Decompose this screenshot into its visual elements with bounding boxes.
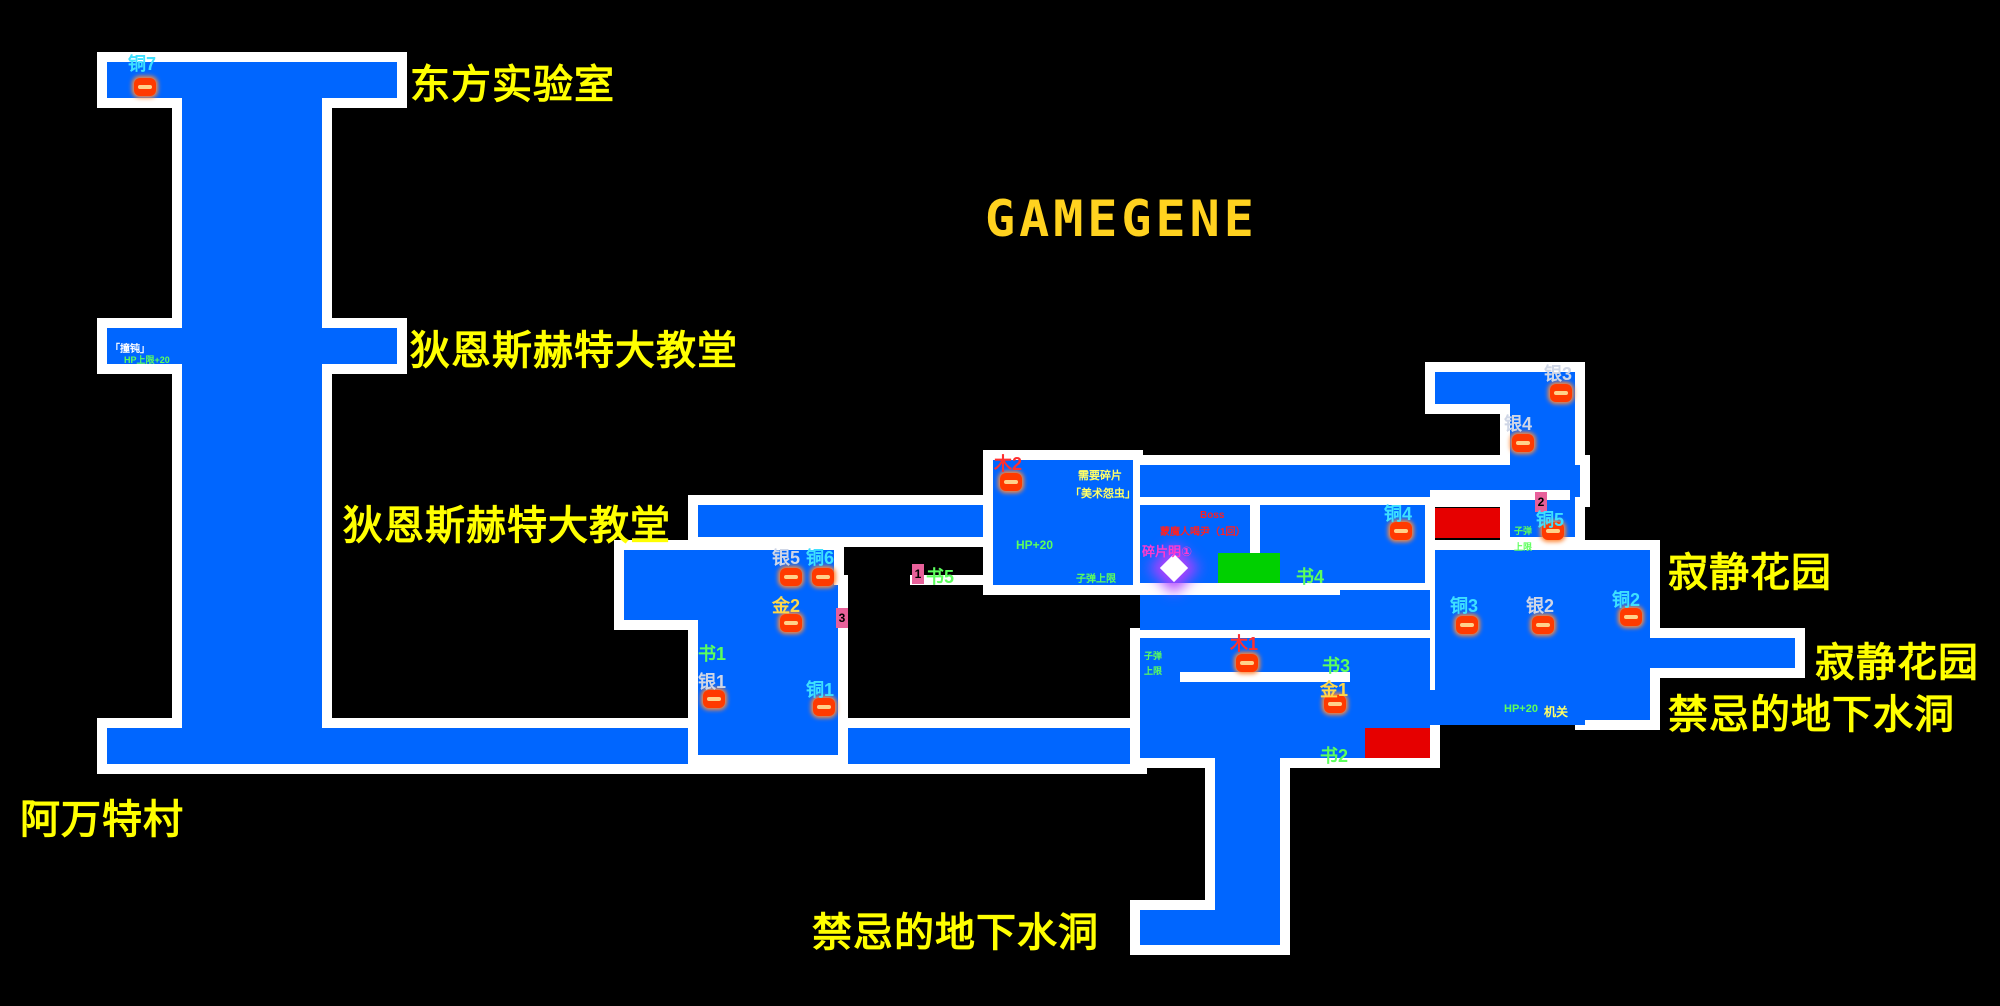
chest-icon[interactable] xyxy=(1456,616,1478,634)
join-q xyxy=(1425,690,1585,725)
wall-seg-3 xyxy=(1180,672,1350,682)
chest-icon[interactable] xyxy=(1542,522,1564,540)
area-forbidden-cave-bottom[interactable]: 禁忌的地下水洞 xyxy=(812,911,1099,955)
note-left-item: 「撞钝」 xyxy=(110,344,150,355)
shaft-join-alcove xyxy=(107,328,182,364)
join-f xyxy=(1140,505,1425,583)
label-gold2: 金2 xyxy=(772,596,801,616)
door-marker-3[interactable]: 3 xyxy=(836,608,848,628)
note-ammo-center: 子弹上限 xyxy=(1076,574,1116,585)
join-p xyxy=(1140,590,1430,630)
wall-seg-2 xyxy=(1130,585,1340,595)
note-boss: Boss xyxy=(1200,510,1225,521)
chest-icon[interactable] xyxy=(1324,695,1346,713)
label-copper3: 铜3 xyxy=(1450,596,1479,616)
chest-icon[interactable] xyxy=(1550,384,1572,402)
chest-icon[interactable] xyxy=(1512,434,1534,452)
note-ammo-right-2: 上限 xyxy=(1514,542,1533,552)
note-boss-name: 蒙魔人喝尹（1回） xyxy=(1160,527,1246,538)
join-a xyxy=(698,505,983,537)
label-silver3: 银3 xyxy=(1544,364,1573,384)
chest-icon[interactable] xyxy=(703,690,725,708)
area-forbidden-cave-right[interactable]: 禁忌的地下水洞 xyxy=(1668,693,1955,737)
label-copper6: 铜6 xyxy=(806,548,835,568)
chest-icon[interactable] xyxy=(1000,473,1022,491)
label-copper5: 铜5 xyxy=(1536,510,1565,530)
note-need-fragment: 需要碎片 xyxy=(1078,470,1122,482)
label-book3: 书3 xyxy=(1322,656,1351,676)
note-shard: 碎片明① xyxy=(1142,544,1193,559)
label-gold1: 金1 xyxy=(1320,680,1349,700)
chest-icon[interactable] xyxy=(812,568,834,586)
join-o xyxy=(1140,910,1280,945)
note-art-worm: 「美术怨虫」 xyxy=(1070,488,1136,500)
label-wood2: 木2 xyxy=(994,454,1023,474)
locked-door-upper[interactable] xyxy=(1435,508,1500,538)
join-c xyxy=(698,585,838,755)
join-l xyxy=(1585,690,1650,720)
label-copper2: 铜2 xyxy=(1612,590,1641,610)
label-copper7: 铜7 xyxy=(128,54,157,74)
chest-icon[interactable] xyxy=(1620,608,1642,626)
label-copper1: 铜1 xyxy=(806,680,835,700)
chest-icon[interactable] xyxy=(780,614,802,632)
join-j xyxy=(1585,553,1650,583)
note-ammo-right-1: 子弹 xyxy=(1514,526,1533,536)
area-cathedral-upper[interactable]: 狄恩斯赫特大教堂 xyxy=(410,329,738,373)
label-book4: 书4 xyxy=(1296,567,1325,587)
area-quiet-garden-2[interactable]: 寂静花园 xyxy=(1815,641,1979,685)
shaft-join-right xyxy=(322,328,397,364)
label-silver2: 银2 xyxy=(1526,596,1555,616)
note-mechanism: 机关 xyxy=(1544,705,1569,719)
note-hp20-center: HP+20 xyxy=(1016,538,1054,552)
locked-door-lower[interactable] xyxy=(1365,728,1430,758)
area-quiet-garden-1[interactable]: 寂静花园 xyxy=(1668,551,1832,595)
join-k xyxy=(1585,638,1795,668)
label-silver4: 银4 xyxy=(1504,414,1533,434)
note-hp20-right: HP+20 xyxy=(1504,703,1538,715)
wall-seg-1 xyxy=(910,575,990,585)
area-avant-village[interactable]: 阿万特村 xyxy=(20,798,184,842)
note-left-hp: HP上限+20 xyxy=(124,355,170,365)
wall-seg-5 xyxy=(1250,498,1260,558)
label-wood1: 木1 xyxy=(1230,634,1259,654)
label-copper4: 铜4 xyxy=(1384,504,1413,524)
chest-icon[interactable] xyxy=(134,78,156,96)
save-room[interactable] xyxy=(1218,553,1280,583)
chest-icon[interactable] xyxy=(780,568,802,586)
door-marker-1[interactable]: 1 xyxy=(912,564,924,584)
label-book5: 书5 xyxy=(926,567,955,587)
shaft-join-bottom xyxy=(107,728,1137,764)
chest-icon[interactable] xyxy=(1532,616,1554,634)
chest-icon[interactable] xyxy=(813,698,835,716)
area-east-lab[interactable]: 东方实验室 xyxy=(410,63,615,107)
note-ammo-mid-1: 子弹 xyxy=(1144,651,1163,661)
shaft-join xyxy=(182,62,322,762)
label-book2: 书2 xyxy=(1320,746,1349,766)
label-silver1: 银1 xyxy=(698,672,727,692)
area-cathedral-lower[interactable]: 狄恩斯赫特大教堂 xyxy=(343,504,671,548)
wall-seg-4 xyxy=(1430,490,1570,500)
brand-logo: GAMEGENE xyxy=(985,190,1258,248)
chest-icon[interactable] xyxy=(1236,654,1258,672)
note-ammo-mid-2: 上限 xyxy=(1144,666,1163,676)
chest-icon[interactable] xyxy=(1390,522,1412,540)
door-marker-2[interactable]: 2 xyxy=(1535,492,1547,512)
label-book1: 书1 xyxy=(698,644,727,664)
label-silver5: 银5 xyxy=(772,548,801,568)
